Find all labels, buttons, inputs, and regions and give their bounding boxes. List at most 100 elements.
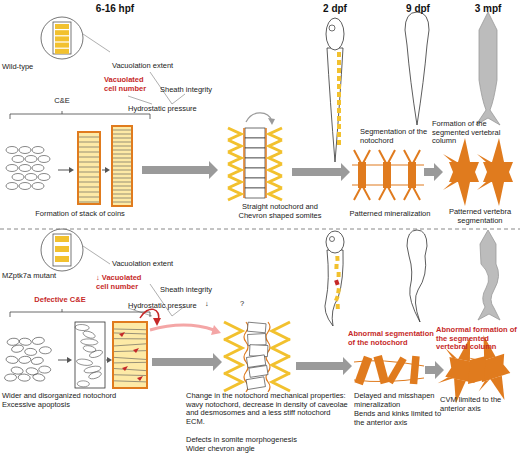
leader-line	[83, 34, 110, 52]
coin-cell	[113, 202, 131, 203]
caption: Straight notochord and Chevron shaped so…	[230, 203, 330, 220]
coin-cell	[113, 138, 131, 139]
apoptosis-mark	[137, 376, 143, 381]
coin-cell	[113, 134, 131, 135]
notochord-cell	[245, 148, 265, 158]
factor-label: Sheath integrity	[160, 286, 230, 295]
somite-mark	[336, 304, 340, 309]
chevron-somite	[224, 356, 242, 374]
cell	[19, 356, 32, 364]
coin-cell	[113, 166, 131, 167]
notochord-cell	[249, 345, 268, 357]
coin-cell	[113, 194, 131, 195]
misshapen-mineral	[354, 356, 372, 385]
notochord-cell	[245, 158, 265, 168]
coin-cell	[113, 170, 131, 171]
vacuole	[55, 246, 69, 252]
stage-label: 3 mpf	[463, 3, 513, 15]
vertebra-process	[476, 380, 492, 392]
notochord-cell	[249, 365, 268, 377]
leader-line	[83, 246, 110, 264]
cell	[11, 366, 24, 375]
cell	[19, 147, 31, 154]
caption: Change in the notochord mechanical prope…	[186, 392, 351, 427]
chevron-somite	[269, 152, 282, 164]
vertebra-process	[477, 182, 491, 190]
vertebra-centrum	[449, 162, 479, 182]
group-label: MZptk7a mutant	[2, 272, 72, 281]
cell	[83, 345, 97, 353]
inset-circle	[41, 17, 83, 59]
vertebra-process	[438, 375, 453, 386]
apoptosis-mark	[133, 348, 139, 353]
notochord	[78, 132, 100, 204]
coin-cell	[79, 152, 99, 153]
notochord-cell	[247, 322, 266, 333]
inset-circle	[41, 229, 83, 271]
cell	[76, 358, 93, 366]
caption: Excessive apoptosis	[2, 401, 152, 410]
section-divider	[0, 229, 520, 230]
coin-cell	[113, 150, 131, 151]
pressure-arrow	[246, 113, 272, 122]
stage-label: 9 dpf	[393, 3, 443, 15]
coin-cell	[79, 192, 99, 193]
factor-label: Hydrostatic pressure	[128, 302, 208, 311]
cell	[12, 156, 24, 163]
chevron-somite	[269, 176, 282, 188]
chevron-somite	[272, 356, 290, 374]
cell	[7, 338, 20, 346]
notochord-sheath	[266, 322, 270, 392]
cell	[32, 165, 44, 172]
cell	[6, 165, 18, 172]
inset-notochord	[53, 234, 71, 266]
coin-cell	[114, 362, 146, 364]
caption: Formation of stack of coins	[15, 210, 145, 219]
cell	[24, 348, 36, 356]
notochord-cell	[245, 168, 265, 178]
pressure-arrow-head	[268, 118, 275, 125]
vacuole	[55, 36, 69, 41]
caption: Patterned mineralization	[340, 210, 440, 219]
embryo	[325, 250, 343, 326]
coin-cell	[79, 187, 99, 188]
chevron-somite	[224, 322, 242, 340]
chevron-somite	[269, 164, 282, 176]
inset-notochord	[53, 22, 71, 54]
chevron-somite	[228, 140, 241, 152]
chevron-somite	[228, 188, 241, 200]
cell	[38, 174, 50, 181]
vacuole	[55, 49, 69, 54]
chevron-somite	[228, 164, 241, 176]
somite-mark	[335, 256, 339, 261]
notochord	[113, 322, 147, 388]
cell	[4, 374, 16, 382]
misshapen-mineral	[410, 356, 420, 385]
cell	[11, 344, 24, 353]
notochord	[112, 126, 132, 206]
coin-cell	[114, 369, 146, 371]
haemal-spine	[492, 182, 504, 206]
cell	[19, 183, 31, 190]
somite-mark	[337, 52, 341, 57]
phenotype-label: Abnormal formation of the segmented vert…	[436, 326, 520, 352]
influence-arrow	[150, 325, 214, 330]
coin-cell	[113, 158, 131, 159]
factor-label: Sheath integrity	[160, 86, 230, 95]
notochord-cell	[245, 188, 265, 198]
factor-label: Vacuolation extent	[112, 260, 192, 269]
mineralized-arch	[404, 150, 420, 200]
step-arrow-head	[105, 167, 110, 173]
chevron-somite	[228, 176, 241, 188]
step-arrow-head	[67, 357, 72, 363]
cell	[25, 174, 37, 181]
adult-fish	[476, 12, 500, 125]
mineralized-arch	[379, 150, 395, 200]
caption: Delayed and misshapen mineralization	[354, 392, 442, 409]
step-arrow	[58, 170, 70, 171]
cell	[88, 370, 102, 380]
vacuole	[55, 43, 69, 48]
cell	[6, 356, 19, 365]
